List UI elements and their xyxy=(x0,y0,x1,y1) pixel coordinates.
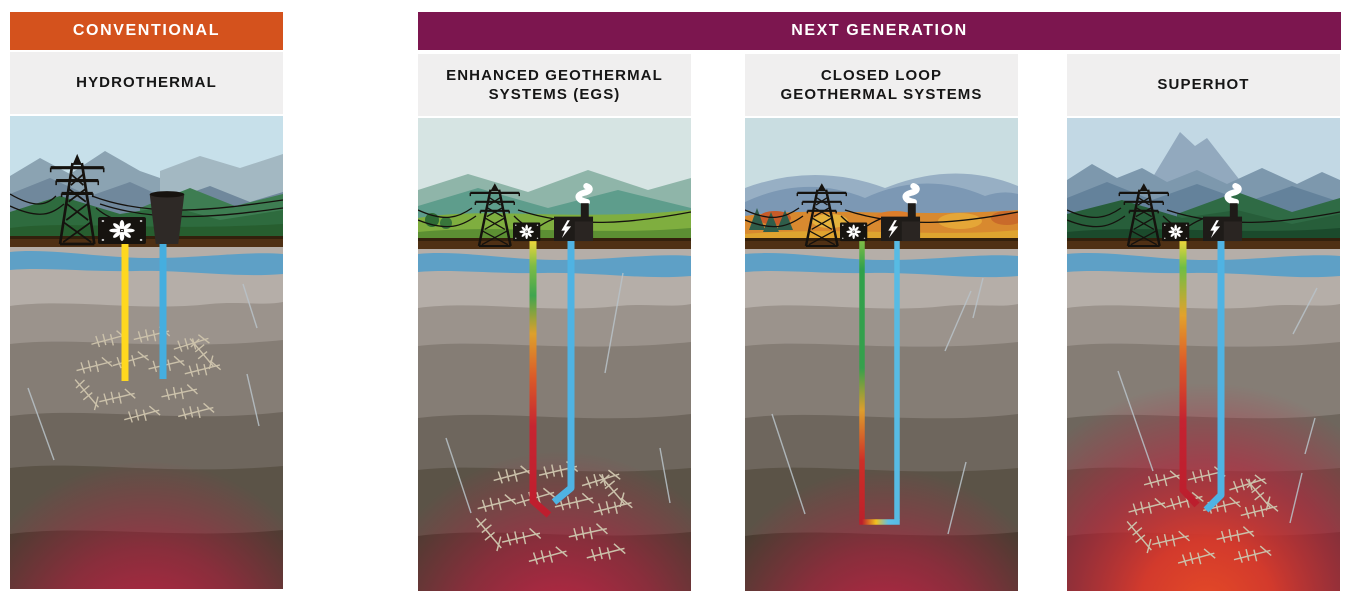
power-lines xyxy=(1067,207,1340,228)
panel-egs: ENHANCED GEOTHERMAL SYSTEMS (EGS) xyxy=(418,52,691,591)
closed-loop-pipe xyxy=(859,238,900,525)
cooling-fan-unit-icon xyxy=(98,217,146,244)
conventional-header: CONVENTIONAL xyxy=(10,12,283,50)
panel-superhot: SUPERHOT xyxy=(1067,52,1340,591)
panel-title-superhot: SUPERHOT xyxy=(1067,54,1340,116)
superhot-illustration xyxy=(1067,118,1340,591)
heat-source-glow xyxy=(745,428,1018,591)
fault-lines xyxy=(27,283,260,461)
heat-source-glow xyxy=(10,426,283,589)
next-generation-header: NEXT GENERATION xyxy=(418,12,1341,50)
fault-lines xyxy=(771,277,984,535)
fault-lines xyxy=(1117,287,1318,524)
cooling-fan-unit-icon xyxy=(1162,222,1190,242)
volcano xyxy=(1145,132,1249,192)
superhot-heat-glow xyxy=(1067,358,1340,591)
cooling-tower-icon xyxy=(149,191,185,244)
power-lines xyxy=(745,207,1018,228)
egs-illustration xyxy=(418,118,691,591)
heat-source-glow xyxy=(418,418,691,591)
injection-well-pipe xyxy=(529,241,552,518)
panel-title-closed-loop: CLOSED LOOP GEOTHERMAL SYSTEMS xyxy=(745,54,1018,116)
panel-hydrothermal: CONVENTIONAL HYDROTHERMAL xyxy=(10,12,283,589)
aquifer-layer xyxy=(10,251,283,276)
fault-lines xyxy=(445,272,671,514)
cooling-fan-unit-icon xyxy=(840,222,868,242)
production-well-pipe xyxy=(1203,238,1225,513)
panel-title-egs: ENHANCED GEOTHERMAL SYSTEMS (EGS) xyxy=(418,54,691,116)
conventional-header-label: CONVENTIONAL xyxy=(72,22,221,39)
hydrothermal-illustration xyxy=(10,116,283,589)
cooling-fan-unit-icon xyxy=(513,222,541,242)
closed-loop-illustration xyxy=(745,118,1018,591)
injection-well-pipe xyxy=(1179,241,1200,508)
next-generation-header-label: NEXT GENERATION xyxy=(791,22,968,39)
panel-title-hydrothermal: HYDROTHERMAL xyxy=(10,52,283,114)
panel-closed-loop: CLOSED LOOP GEOTHERMAL SYSTEMS xyxy=(745,52,1018,591)
production-well-pipe xyxy=(551,238,575,505)
